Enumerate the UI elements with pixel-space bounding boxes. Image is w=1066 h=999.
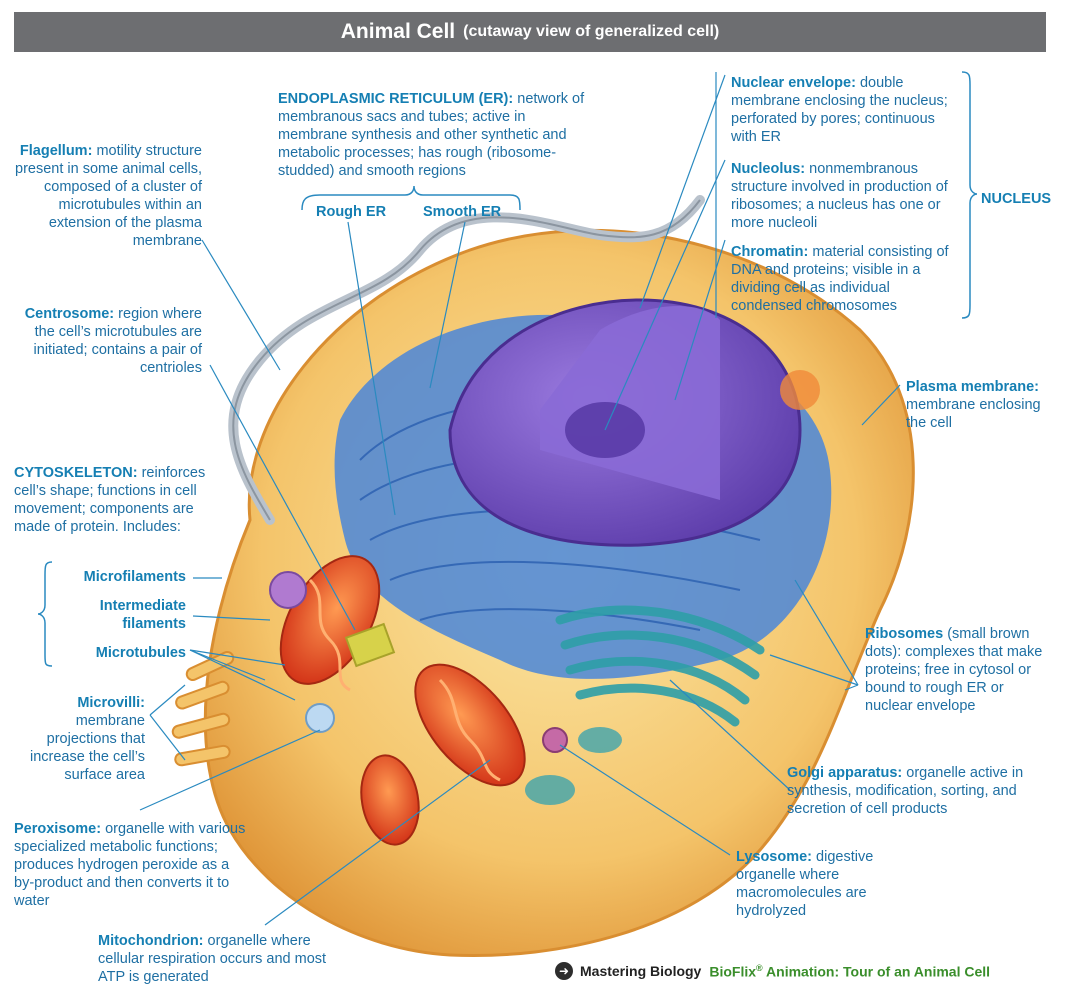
label-endoplasmic-reticulum: ENDOPLASMIC RETICULUM (ER): network of m…: [278, 91, 585, 179]
label-ribosomes: Ribosomes (small brown dots): complexes …: [865, 626, 1043, 714]
peroxisome: [305, 703, 335, 733]
title: Animal Cell: [340, 20, 456, 43]
label-nucleus: NUCLEUS: [981, 191, 1052, 207]
label-mitochondrion: Mitochondrion: organelle where cellular …: [98, 933, 327, 985]
label-nuclear-envelope: Nuclear envelope: double membrane enclos…: [731, 75, 948, 145]
centrosome: [344, 622, 396, 668]
label-cytoskeleton: CYTOSKELETON: reinforces cell’s shape; f…: [14, 465, 206, 535]
golgi-apparatus: [555, 605, 765, 727]
footer-bioflix: BioFlix® Animation: Tour of an Animal Ce…: [709, 962, 991, 980]
label-flagellum: Flagellum: motility structure present in…: [15, 143, 202, 249]
microvilli: [171, 650, 235, 767]
footer-link[interactable]: ➜ Mastering Biology BioFlix® Animation: …: [555, 962, 990, 980]
cytoskeleton-bracket: [37, 561, 53, 667]
lysosome: [542, 727, 568, 753]
label-chromatin: Chromatin: material consisting of DNA an…: [731, 244, 949, 314]
label-centrosome: Centrosome: region where the cell’s micr…: [24, 306, 202, 376]
label-peroxisome: Peroxisome: organelle with various speci…: [14, 821, 246, 909]
footer-brand: Mastering Biology: [580, 963, 702, 979]
er-bracket: [301, 185, 521, 211]
label-smooth-er: Smooth ER: [423, 204, 502, 220]
label-intermediate-filaments: Intermediate filaments: [99, 598, 186, 632]
label-plasma-membrane: Plasma membrane: membrane enclosing the …: [906, 379, 1041, 431]
subtitle: (cutaway view of generalized cell): [463, 23, 720, 40]
label-golgi-apparatus: Golgi apparatus: organelle active in syn…: [787, 765, 1024, 817]
label-lysosome: Lysosome: digestive organelle where macr…: [736, 849, 874, 919]
label-nucleolus: Nucleolus: nonmembranous structure invol…: [731, 161, 948, 231]
arrow-right-icon: ➜: [555, 962, 573, 980]
label-microvilli: Microvilli: membrane projections that in…: [30, 695, 145, 783]
title-bar: Animal Cell (cutaway view of generalized…: [14, 12, 1046, 52]
label-rough-er: Rough ER: [316, 204, 387, 220]
label-microfilaments: Microfilaments: [83, 569, 186, 585]
nucleus-bracket: [961, 71, 978, 319]
label-microtubules: Microtubules: [95, 645, 186, 661]
